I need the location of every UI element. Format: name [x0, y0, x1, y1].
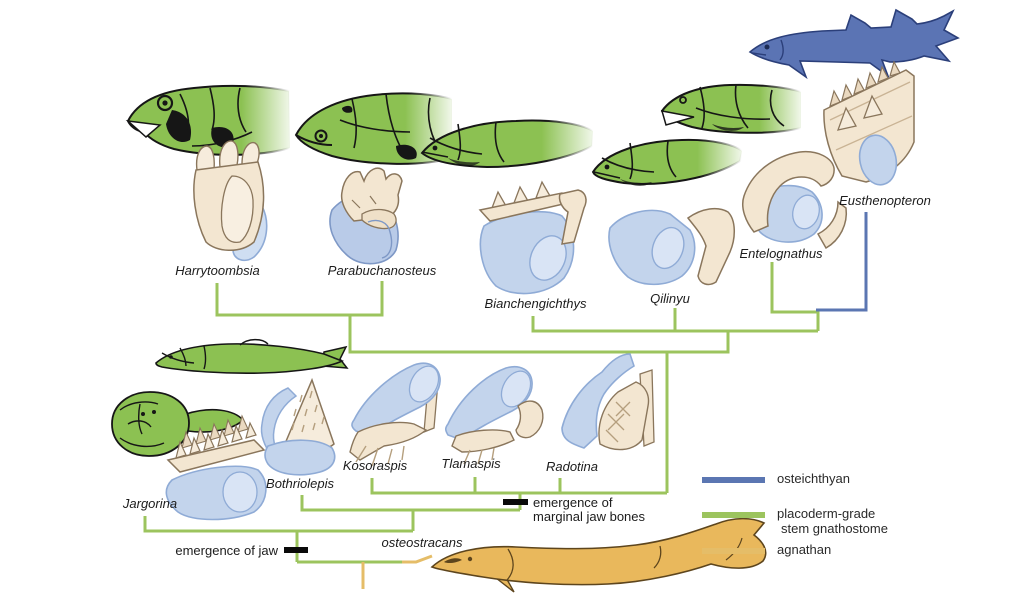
jargorina-jaw-illustration	[165, 414, 267, 521]
eusthenopteron-fish-illustration	[748, 8, 960, 80]
tree-branches-placoderm-grade	[143, 262, 820, 564]
entelognathus-head-illustration	[660, 83, 802, 134]
taxon-label-entelognathus: Entelognathus	[739, 246, 823, 261]
legend-label-osteichthyan: osteichthyan	[777, 471, 850, 486]
taxon-label-parabuchanosteus: Parabuchanosteus	[327, 263, 437, 278]
radotina-illustration	[561, 353, 655, 451]
entelognathus-jaw-illustration	[742, 150, 848, 250]
kosoraspis-illustration	[349, 362, 441, 467]
qilinyu-jaw-illustration	[608, 207, 735, 286]
legend-swatch-agnathan	[702, 548, 765, 554]
legend-label-placoderm-grade: placoderm-grade stem gnathostome	[777, 506, 888, 536]
taxon-label-bothriolepis: Bothriolepis	[266, 476, 334, 491]
taxon-label-qilinyu: Qilinyu	[650, 291, 690, 306]
legend-label-agnathan: agnathan	[777, 542, 832, 557]
tree-branch-agnathan	[361, 554, 433, 589]
taxon-label-tlamaspis: Tlamaspis	[441, 456, 501, 471]
jargorina-animal-illustration	[111, 391, 245, 457]
annotation-marginal-jaw-bones-line1: emergence of	[533, 495, 613, 510]
character-marker-bars	[284, 499, 528, 553]
legend-swatch-osteichthyan	[702, 477, 765, 483]
taxon-label-jargorina: Jargorina	[122, 496, 178, 511]
harrytoombsia-head-illustration	[125, 84, 292, 156]
harrytoombsia-jaw-illustration	[193, 140, 268, 262]
bianchengichthys-fish-illustration	[420, 119, 595, 169]
taxon-label-harrytoombsia: Harrytoombsia	[175, 263, 260, 278]
taxon-label-kosoraspis: Kosoraspis	[342, 458, 408, 473]
annotation-marginal-jaw-bones: emergence of marginal jaw bones	[533, 496, 645, 524]
parabuchanosteus-jaw-illustration	[329, 167, 403, 265]
qilinyu-fish-illustration	[591, 138, 744, 186]
placoderm-fish-side-view-illustration	[155, 338, 349, 374]
annotation-emergence-of-jaw: emergence of jaw	[175, 543, 278, 558]
taxon-label-osteostracans: osteostracans	[381, 535, 463, 550]
emergence-of-jaw-marker	[284, 547, 308, 553]
marginal-jaw-bones-marker	[503, 499, 528, 505]
legend-label-placoderm-grade-line2: stem gnathostome	[781, 521, 888, 536]
legend-label-placoderm-grade-line1: placoderm-grade	[777, 506, 876, 521]
osteostracan-fish-illustration	[430, 517, 767, 593]
taxon-label-bianchengichthys: Bianchengichthys	[484, 296, 587, 311]
taxon-label-eusthenopteron: Eusthenopteron	[839, 193, 931, 208]
taxon-label-radotina: Radotina	[545, 459, 599, 474]
tree-branch-osteichthyan	[816, 212, 868, 312]
parabuchanosteus-head-illustration	[294, 92, 453, 165]
annotation-marginal-jaw-bones-line2: marginal jaw bones	[533, 509, 646, 524]
tlamaspis-illustration	[444, 366, 544, 465]
bianchengichthys-jaw-illustration	[478, 180, 587, 295]
eusthenopteron-jaw-illustration	[823, 60, 915, 186]
legend-swatch-placoderm-grade	[702, 512, 765, 518]
bothriolepis-illustration	[260, 377, 336, 476]
